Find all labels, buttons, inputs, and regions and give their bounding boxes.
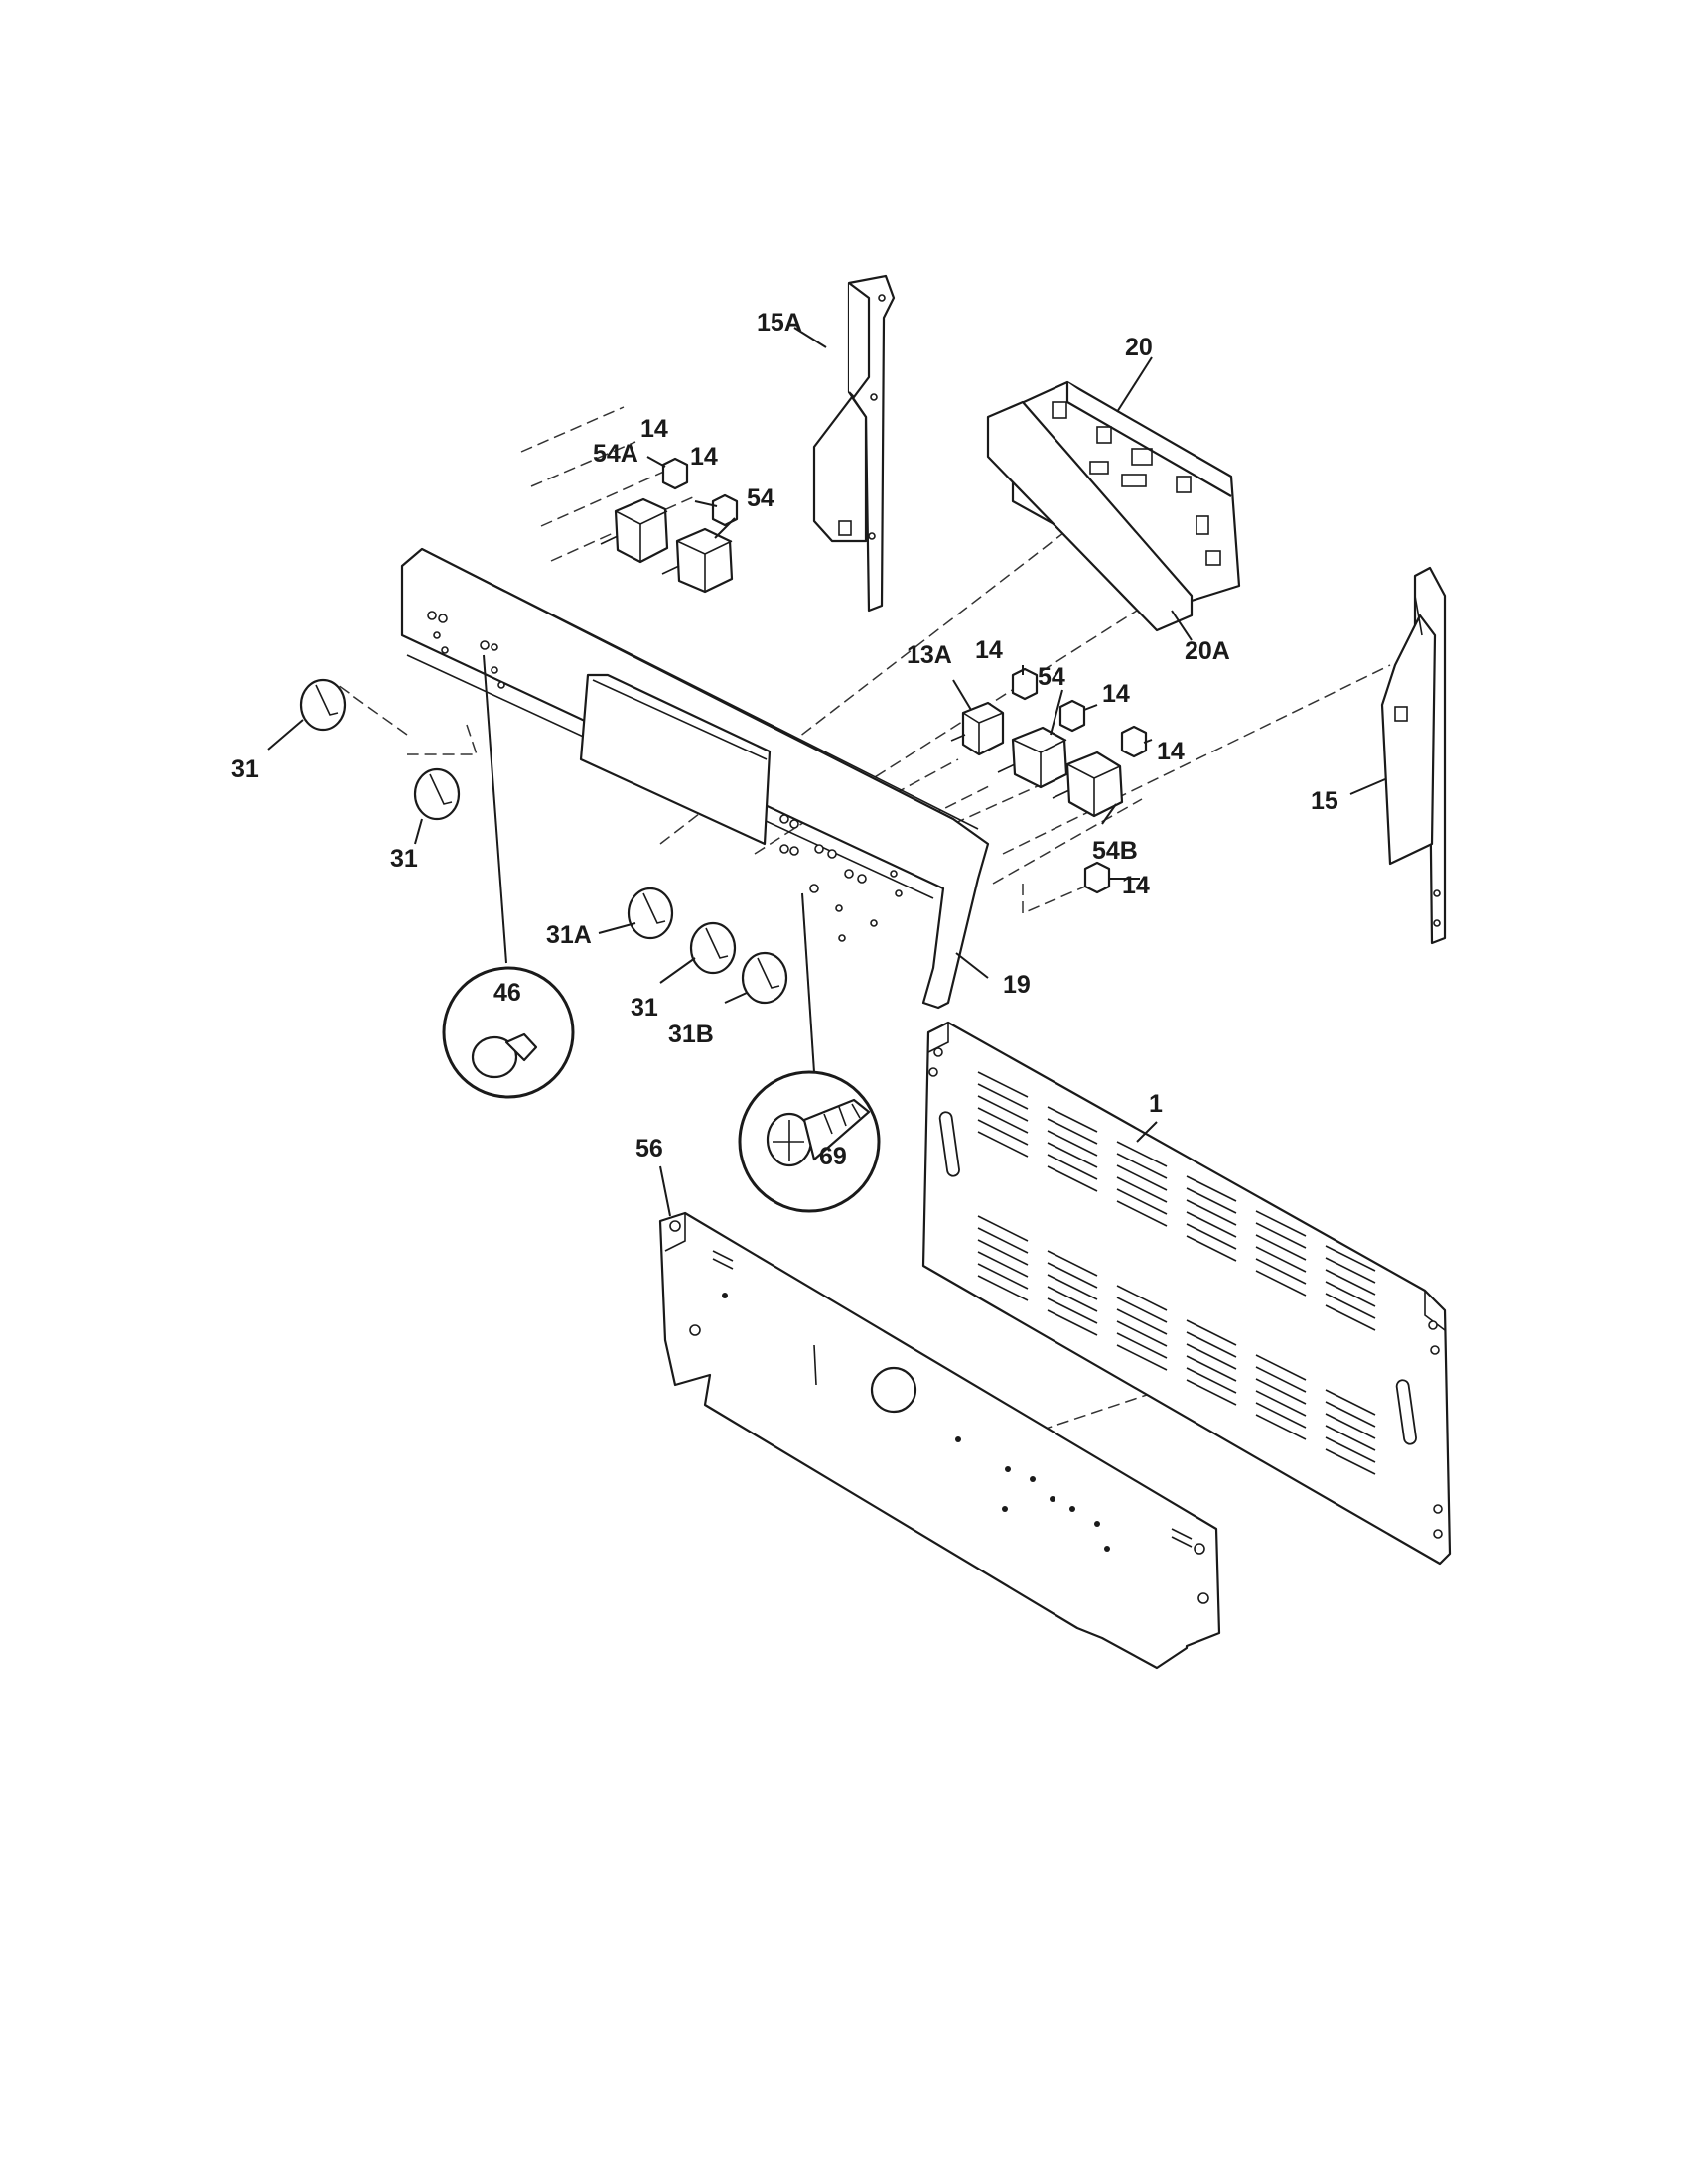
knob-31-upper — [299, 678, 347, 732]
label-46: 46 — [493, 979, 521, 1007]
switch-54A — [600, 497, 669, 564]
label-31-lower: 31 — [631, 994, 658, 1022]
detail-46 — [442, 654, 575, 1099]
louvers-upper — [977, 1071, 1376, 1331]
label-54-upper: 54 — [747, 484, 774, 512]
knob-31-lower — [689, 921, 737, 975]
label-14-f: 14 — [1122, 872, 1150, 899]
label-14-b: 14 — [690, 443, 718, 471]
label-14-a: 14 — [640, 415, 668, 443]
control-panel — [400, 547, 990, 1010]
label-19: 19 — [1003, 971, 1031, 999]
label-14-d: 14 — [1102, 680, 1130, 708]
callout-labels: 15A 20 20A 14 54A 14 54 14 13A 54 14 14 … — [231, 309, 1338, 1170]
label-14-e: 14 — [1157, 738, 1185, 765]
switch-54-lower — [997, 726, 1068, 789]
label-15A: 15A — [757, 309, 802, 337]
label-20: 20 — [1125, 334, 1153, 361]
side-trim-left — [812, 274, 896, 613]
label-31-middle: 31 — [390, 845, 418, 873]
label-1: 1 — [1149, 1090, 1163, 1118]
knob-31-middle — [413, 767, 461, 821]
switch-54B — [1052, 751, 1124, 818]
label-54B: 54B — [1092, 837, 1138, 865]
side-trim-right — [1380, 566, 1447, 945]
label-14-c: 14 — [975, 636, 1003, 664]
knob-31A — [627, 887, 674, 940]
rear-panel — [921, 1021, 1452, 1566]
switch-54-upper — [661, 527, 734, 594]
label-20A: 20A — [1185, 637, 1230, 665]
detail-69 — [738, 892, 881, 1213]
switch-13A — [950, 701, 1005, 756]
louvers-lower — [977, 1215, 1376, 1475]
knob-31B — [741, 951, 788, 1005]
label-31-upper: 31 — [231, 755, 259, 783]
terminal-clips — [661, 457, 1148, 894]
board-insulator — [986, 400, 1194, 632]
label-31A: 31A — [546, 921, 592, 949]
label-54A: 54A — [593, 440, 638, 468]
lower-back-panel — [658, 1211, 1221, 1670]
label-69: 69 — [819, 1143, 847, 1170]
label-13A: 13A — [907, 641, 952, 669]
control-board — [1011, 380, 1241, 603]
label-31B: 31B — [668, 1021, 714, 1048]
label-54-lower: 54 — [1038, 663, 1065, 691]
label-56: 56 — [635, 1135, 663, 1162]
knobs — [299, 678, 788, 1005]
leader-lines — [267, 327, 1386, 1217]
label-15: 15 — [1311, 787, 1338, 815]
